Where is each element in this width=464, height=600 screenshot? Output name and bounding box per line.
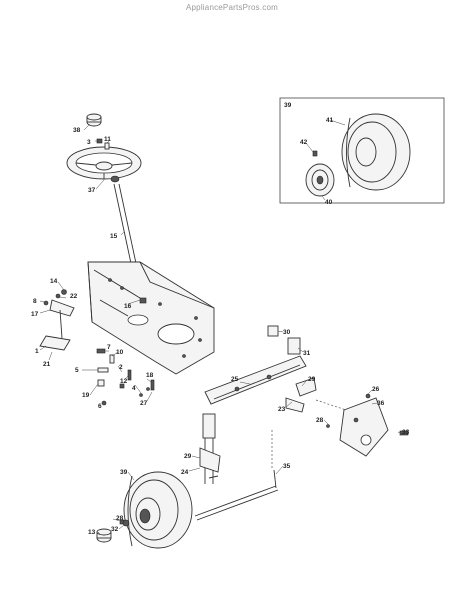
callout-39: 39 — [120, 469, 128, 476]
callout-7: 7 — [107, 344, 111, 351]
steering-gear — [39, 289, 75, 351]
callout-38: 38 — [73, 127, 81, 134]
callout-6: 6 — [98, 403, 102, 410]
callout-29-b: 29 — [184, 453, 192, 460]
callout-16: 16 — [124, 303, 132, 310]
steering-wheel — [66, 146, 142, 183]
main-frame — [87, 261, 215, 375]
callout-15: 15 — [110, 233, 118, 240]
callout-24: 24 — [181, 469, 189, 476]
inset-labels: 39 41 42 40 — [284, 102, 334, 206]
front-bracket — [339, 393, 409, 457]
callout-32: 32 — [111, 526, 119, 533]
callout-1: 1 — [35, 348, 39, 355]
callout-10: 10 — [116, 349, 124, 356]
callout-28-b: 28 — [116, 515, 124, 522]
callout-30: 30 — [283, 329, 291, 336]
callout-5: 5 — [75, 367, 79, 374]
assembly-guide-line-right — [315, 399, 347, 411]
callout-27: 27 — [140, 400, 148, 407]
callout-18: 18 — [146, 372, 154, 379]
inset-callout-41: 41 — [326, 117, 334, 124]
callout-29-a: 29 — [308, 376, 316, 383]
tie-rod — [194, 469, 279, 521]
callout-26: 26 — [372, 386, 380, 393]
callout-33: 33 — [402, 429, 410, 436]
callout-22: 22 — [70, 293, 78, 300]
callout-17: 17 — [31, 311, 39, 318]
callout-14: 14 — [50, 278, 58, 285]
callout-35: 35 — [283, 463, 291, 470]
fasteners — [96, 297, 155, 406]
callout-28-a: 28 — [316, 417, 324, 424]
callout-labels: 38 3 11 37 15 14 8 22 17 16 1 21 7 10 5 … — [31, 127, 410, 536]
front-wheel — [123, 471, 193, 549]
callout-12: 12 — [120, 378, 128, 385]
callout-25: 25 — [231, 376, 239, 383]
callout-2: 2 — [119, 364, 123, 371]
callout-4: 4 — [132, 385, 136, 392]
callout-8: 8 — [33, 298, 37, 305]
callout-23: 23 — [278, 406, 286, 413]
inset-callout-40: 40 — [325, 199, 333, 206]
callout-21: 21 — [43, 361, 51, 368]
callout-19: 19 — [82, 392, 90, 399]
right-spindle — [285, 377, 317, 413]
rear-wheel-inset — [279, 97, 445, 204]
watermark: AppliancePartsPros.com — [186, 3, 278, 12]
inset-callout-39: 39 — [284, 102, 292, 109]
callout-11: 11 — [104, 136, 111, 143]
callout-31: 31 — [303, 350, 311, 357]
front-axle — [204, 325, 307, 405]
callout-13: 13 — [88, 529, 96, 536]
leader-lines — [39, 123, 401, 535]
callout-37: 37 — [88, 187, 96, 194]
left-spindle — [199, 413, 221, 484]
wheel-cap — [96, 519, 130, 543]
inset-callout-42: 42 — [300, 139, 308, 146]
callout-36: 36 — [377, 400, 385, 407]
callout-3: 3 — [87, 139, 91, 146]
steering-cap — [86, 113, 102, 127]
